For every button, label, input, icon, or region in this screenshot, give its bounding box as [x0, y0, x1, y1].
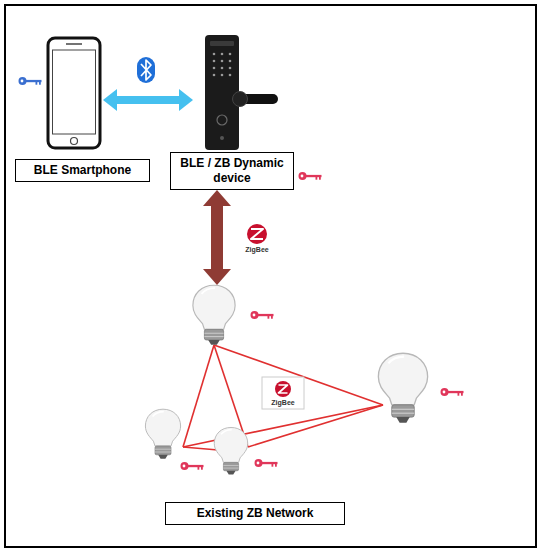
light-bulb — [145, 409, 180, 459]
zigbee-mark — [251, 229, 263, 239]
zigbee-logo — [247, 224, 267, 244]
lock-display — [210, 41, 234, 46]
keypad-dot — [221, 74, 224, 77]
zigbee-mark — [279, 385, 288, 393]
keypad-dot — [221, 53, 224, 56]
mesh-line — [248, 405, 383, 447]
light-bulb — [214, 427, 247, 474]
red-key — [251, 311, 274, 319]
zigbee-badge — [262, 377, 304, 409]
device-label: BLE Smartphone — [15, 159, 150, 182]
keypad-dot — [213, 60, 216, 63]
mesh-line — [183, 345, 214, 447]
keypad-dot — [213, 53, 216, 56]
fingerprint-reader — [217, 115, 227, 125]
lock-keypad — [213, 53, 232, 77]
dynamic-device-node: BLE / ZB Dynamic device — [193, 30, 253, 190]
red-key — [255, 459, 278, 467]
blue-key — [19, 77, 42, 85]
network-label: Existing ZB Network — [165, 502, 345, 525]
light-bulb — [193, 285, 235, 345]
zigbee-link — [211, 206, 223, 269]
mesh-line — [183, 405, 383, 447]
keypad-dot — [221, 67, 224, 70]
mesh-links — [183, 345, 383, 450]
zigbee-logo — [275, 381, 291, 397]
keypad-dot — [213, 74, 216, 77]
smartphone-node: BLE Smartphone — [45, 35, 103, 185]
zigbee-network-node: Existing ZB Network — [140, 285, 485, 527]
keypad-dot — [213, 67, 216, 70]
handle-rose — [233, 92, 248, 107]
lock-body — [205, 35, 239, 150]
keypad-dot — [229, 67, 232, 70]
device-label: BLE / ZB Dynamic device — [170, 152, 294, 190]
mesh-line — [183, 447, 218, 450]
phone-body — [48, 38, 100, 148]
keypad-dot — [221, 60, 224, 63]
keypad-dot — [229, 60, 232, 63]
red-key — [181, 462, 204, 470]
phone-button — [71, 138, 78, 145]
frame — [5, 5, 536, 547]
zigbee-logo-text: ZigBee — [265, 399, 301, 406]
red-key — [441, 388, 464, 396]
keypad-dot — [229, 74, 232, 77]
zigbee-logo-text: ZigBee — [240, 246, 274, 253]
light-bulb — [378, 353, 427, 422]
bluetooth-icon — [137, 57, 155, 83]
red-key — [299, 172, 322, 180]
phone-speaker — [66, 43, 82, 45]
phone-screen — [53, 50, 96, 134]
bluetooth-rune — [141, 60, 151, 80]
keypad-dot — [229, 53, 232, 56]
lock-keyhole — [220, 136, 224, 140]
bluetooth-link — [117, 96, 179, 104]
